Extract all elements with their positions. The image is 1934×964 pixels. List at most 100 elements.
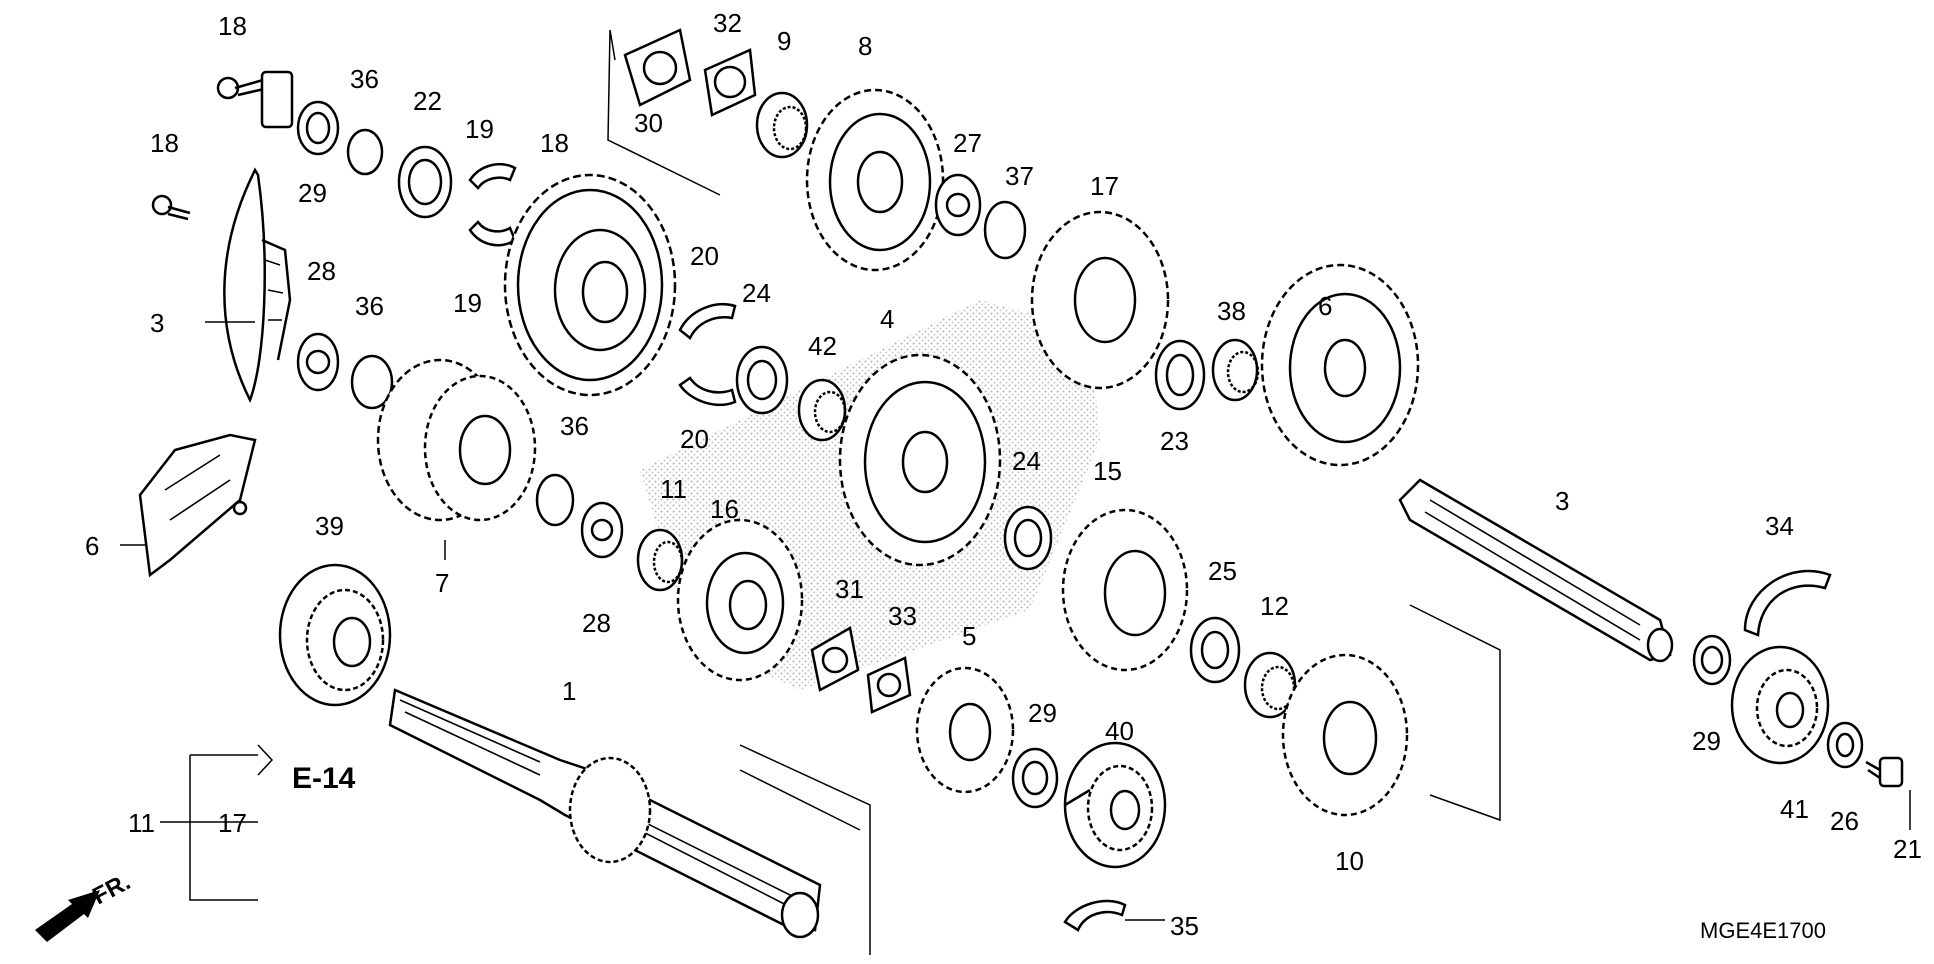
reference-bracket: [160, 744, 274, 901]
label-17-a: 17: [218, 808, 247, 838]
front-direction-arrow: FR.: [35, 868, 135, 942]
part-36-circlip-a: [346, 128, 384, 176]
label-11-b: 11: [660, 474, 687, 504]
label-15: 15: [1093, 456, 1122, 486]
label-18-b: 18: [150, 128, 179, 158]
part-15-gear: [1061, 508, 1189, 672]
label-4: 4: [880, 304, 894, 334]
label-36-a: 36: [350, 64, 379, 94]
label-7: 7: [435, 568, 449, 598]
label-22: 22: [413, 86, 442, 116]
part-37-circlip: [983, 200, 1027, 260]
label-34: 34: [1765, 511, 1794, 541]
part-40-bearing: [1063, 741, 1167, 869]
label-20-b: 20: [680, 424, 709, 454]
part-16-gear: [676, 518, 804, 682]
part-18-gear: [503, 173, 677, 397]
part-4-gear: [838, 353, 1002, 567]
label-29-b: 29: [1028, 698, 1057, 728]
label-19-b: 19: [453, 288, 482, 318]
label-18-c: 18: [540, 128, 569, 158]
part-labels: 18 36 22 19 29 18 18 3 28 36 19 6 36 7 3…: [85, 8, 1922, 943]
label-38: 38: [1217, 296, 1246, 326]
part-5-gear: [915, 666, 1015, 794]
part-11-bearing: [636, 528, 684, 592]
label-5: 5: [962, 621, 976, 651]
label-24-b: 24: [1012, 446, 1041, 476]
part-1-mainshaft: [388, 688, 822, 939]
label-9: 9: [777, 26, 791, 56]
label-21: 21: [1893, 834, 1922, 864]
part-3-cover: [223, 167, 292, 404]
reference-e14-label: E-14: [292, 762, 356, 795]
part-21-bolt: [1865, 756, 1904, 788]
part-29-washer: [296, 100, 340, 156]
part-31-lock-washer: [810, 626, 860, 692]
part-10-gear: [1281, 653, 1409, 817]
label-8: 8: [858, 31, 872, 61]
label-26: 26: [1830, 806, 1859, 836]
label-31: 31: [835, 574, 864, 604]
part-9-bearing: [755, 91, 809, 159]
part-7-gear: [376, 358, 537, 522]
part-6-gear: [1260, 263, 1420, 467]
part-29-washer-c: [1692, 634, 1732, 686]
label-40: 40: [1105, 716, 1134, 746]
part-20-collar-halves: [678, 303, 737, 407]
part-18-bolt-left: [151, 194, 191, 221]
label-27: 27: [953, 128, 982, 158]
label-11-a: 11: [128, 808, 155, 838]
leader-lines: [120, 29, 1911, 955]
part-3-countershaft: [1398, 478, 1674, 663]
label-39: 39: [315, 511, 344, 541]
label-35: 35: [1170, 911, 1199, 941]
label-37: 37: [1005, 161, 1034, 191]
part-28-washer-a: [296, 332, 340, 392]
part-26-washer: [1826, 721, 1864, 769]
label-24-a: 24: [742, 278, 771, 308]
label-29-a: 29: [298, 178, 327, 208]
label-19-a: 19: [465, 114, 494, 144]
label-12: 12: [1260, 591, 1289, 621]
label-41: 41: [1780, 794, 1809, 824]
label-29-c: 29: [1692, 726, 1721, 756]
label-28-a: 28: [307, 256, 336, 286]
part-23-washer: [1154, 339, 1206, 411]
part-25-washer: [1189, 616, 1241, 684]
part-6-cover: [138, 433, 257, 578]
label-36-c: 36: [560, 411, 589, 441]
part-8-gear: [805, 88, 945, 272]
part-32-lock-washer: [703, 48, 757, 117]
part-42-needle-bearing: [797, 378, 847, 442]
diagram-code: MGE4E1700: [1700, 918, 1826, 943]
part-36-circlip-c: [535, 473, 575, 527]
part-24-washer-b: [1003, 505, 1053, 571]
part-39-bearing: [278, 563, 392, 707]
part-36-circlip-b: [350, 354, 394, 410]
label-6-b: 6: [1318, 291, 1332, 321]
part-41-bearing: [1730, 645, 1830, 765]
part-38-needle-bearing: [1211, 338, 1260, 402]
part-27-washer: [934, 173, 982, 237]
label-30: 30: [634, 108, 663, 138]
label-1: 1: [562, 676, 576, 706]
part-30-lock-washer: [623, 28, 692, 107]
label-18-a: 18: [218, 11, 247, 41]
part-24-washer-a: [735, 345, 789, 415]
part-33-lock-washer: [866, 656, 912, 714]
label-28-b: 28: [582, 608, 611, 638]
label-16: 16: [710, 494, 739, 524]
part-35-collar: [1063, 899, 1127, 932]
front-direction-label: FR.: [88, 868, 135, 910]
label-6-a: 6: [85, 531, 99, 561]
part-17-gear: [1030, 210, 1170, 390]
label-36-b: 36: [355, 291, 384, 321]
label-10: 10: [1335, 846, 1364, 876]
label-42: 42: [808, 331, 837, 361]
label-23: 23: [1160, 426, 1189, 456]
part-19-collar-halves: [468, 163, 517, 247]
label-32: 32: [713, 8, 742, 38]
part-34-collar: [1743, 569, 1832, 637]
part-22-bushing: [397, 145, 453, 219]
